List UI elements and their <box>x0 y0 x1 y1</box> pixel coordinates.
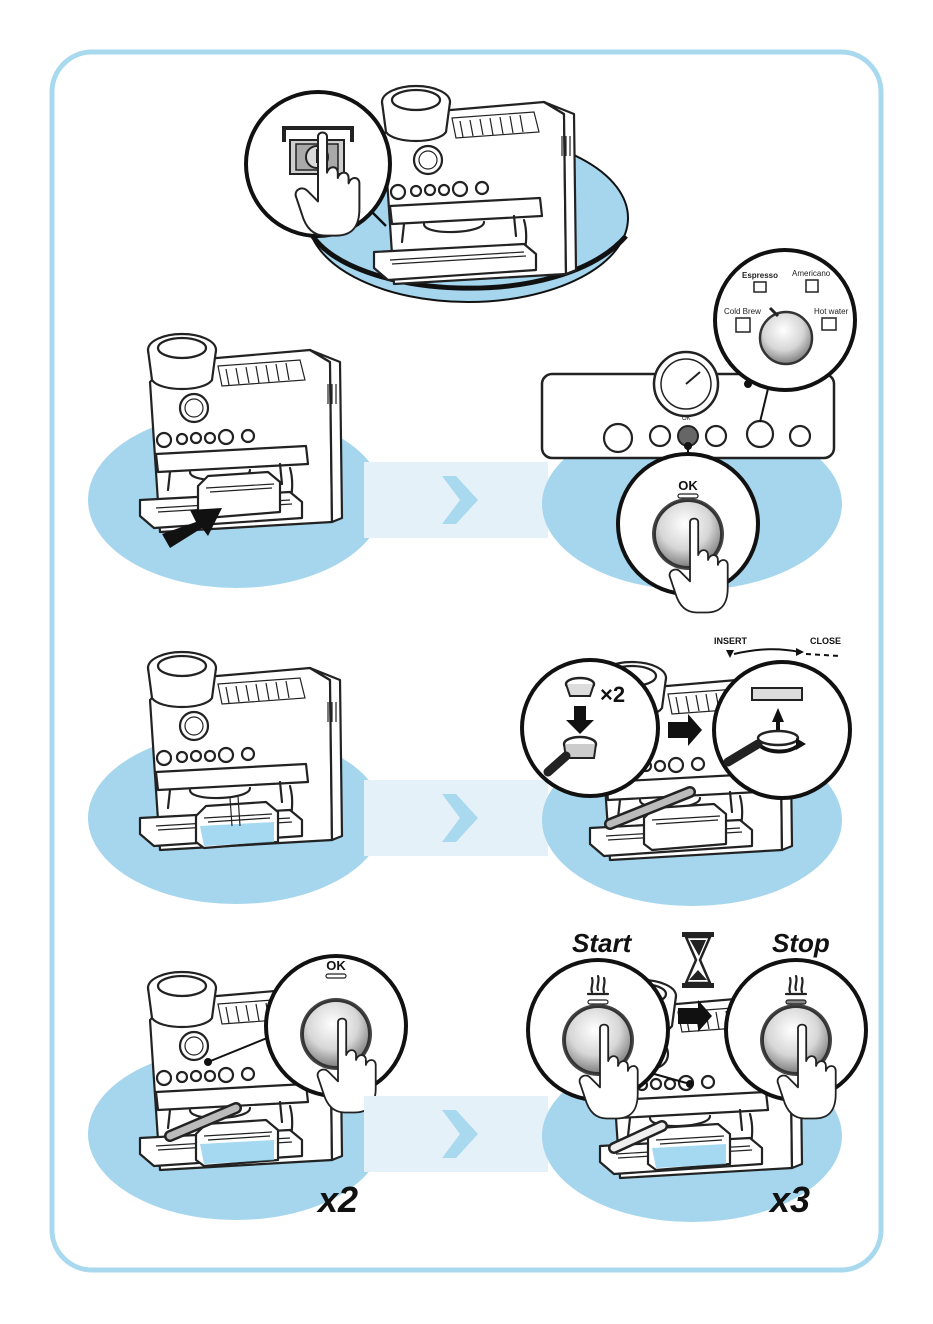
step-rinse <box>88 652 384 904</box>
repeat-x2: x2 <box>316 1179 358 1220</box>
step-power-on <box>246 86 628 302</box>
flow-arrow-1 <box>364 462 548 538</box>
repeat-x3: x3 <box>768 1179 810 1220</box>
stop-label: Stop <box>772 928 830 958</box>
flow-arrow-2 <box>364 780 548 856</box>
step-select-hot-water: OK Espresso Americano Cold Brew Hot wate… <box>542 250 855 612</box>
close-label: CLOSE <box>810 636 841 646</box>
hourglass-icon <box>682 932 714 988</box>
ok-label-2: OK <box>326 958 346 973</box>
start-label: Start <box>572 928 633 958</box>
flow-arrow-3 <box>364 1096 548 1172</box>
ok-label: OK <box>678 478 698 493</box>
step-insert-filter: INSERT CLOSE ×2 <box>522 636 850 906</box>
step-steam-start-stop: Start Stop x3 <box>528 928 866 1222</box>
label-cold-brew: Cold Brew <box>724 307 761 316</box>
label-espresso: Espresso <box>742 271 778 280</box>
panel-ok-label: OK <box>682 416 691 422</box>
selector-knob <box>760 312 812 364</box>
step-flush-ok: OK x2 <box>88 956 406 1220</box>
insert-label: INSERT <box>714 636 748 646</box>
label-hot-water: Hot water <box>814 307 849 316</box>
label-americano: Americano <box>792 269 831 278</box>
filter-x2-badge: ×2 <box>600 682 625 707</box>
step-insert-tank <box>88 334 384 588</box>
